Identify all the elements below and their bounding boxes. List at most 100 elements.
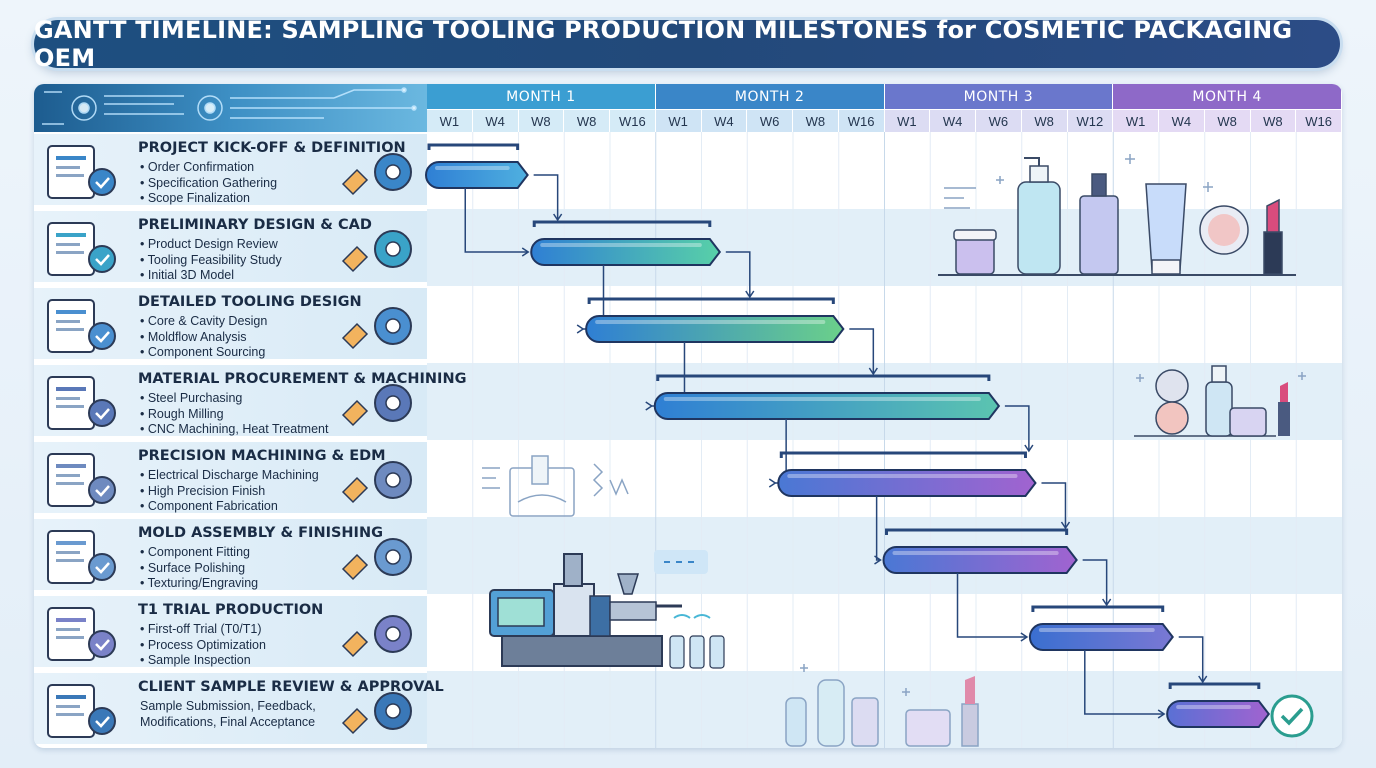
phase-tool-icon [341,230,412,273]
week-label: W4 [472,110,519,132]
task-bar-highlight [892,551,1059,555]
phase-detail: • Core & Cavity Design [140,314,268,328]
phase-icon [47,607,116,661]
week-label: W1 [884,110,931,132]
phase-detail: • Specification Gathering [140,175,278,190]
phase-tool-icon [341,692,412,735]
task-summary-line [587,297,835,304]
task-bar [777,469,1037,497]
week-label: W1 [1113,110,1159,132]
phase-detail: • Product Design Review [140,237,278,251]
dependency-arrowhead [521,247,530,257]
phase-cell: PRECISION MACHINING & EDM• Electrical Di… [34,442,427,516]
phase-detail: • Component Sourcing [140,345,266,359]
task-summary-line [427,143,520,150]
week-label: W6 [976,110,1022,132]
week-label: W1 [427,110,473,132]
dependency-arrow [1084,650,1165,715]
phase-title: MATERIAL PROCUREMENT & MACHINING [138,371,467,387]
task-summary-line [656,374,991,381]
dependency-arrowhead [1198,675,1208,684]
dependency-arrow [1004,405,1030,451]
illustrations-layer [482,154,1314,747]
month-header: MONTH 2 [655,84,884,109]
task-bar-highlight [595,320,826,324]
phase-tool-icon [341,307,412,350]
phase-tool-icon [341,153,412,196]
month-header: MONTH 1 [427,84,655,109]
week-label: W8 [518,110,565,132]
week-label: W16 [838,110,885,132]
dependency-arrowhead [874,555,882,565]
week-label: W4 [1159,110,1205,132]
week-label: W8 [1250,110,1297,132]
dependency-arrow [1082,559,1108,605]
dependency-arrowhead [576,324,585,334]
approval-check-icon [1270,694,1314,738]
phase-title: MOLD ASSEMBLY & FINISHING [138,525,383,541]
phase-detail: • Moldflow Analysis [140,329,247,344]
phase-detail: • High Precision Finish [140,483,266,498]
phase-cell: PRELIMINARY DESIGN & CAD• Product Design… [34,211,427,285]
task-bar-highlight [787,474,1018,478]
task-bar [882,546,1078,574]
phase-cell: MATERIAL PROCUREMENT & MACHINING • Steel … [34,365,467,439]
task-bar [653,392,1001,420]
task-bar-highlight [1038,628,1155,632]
phase-title: DETAILED TOOLING DESIGN [138,294,362,310]
task-summary-line [1168,682,1261,689]
phase-cell: T1 TRIAL PRODUCTION• First-off Trial (T0… [34,596,427,670]
task-bar [1028,623,1174,651]
dependency-arrow [1178,636,1204,682]
task-summary-line [779,451,1027,458]
phase-title: T1 TRIAL PRODUCTION [138,602,324,618]
cosmetic-compact-set-icon [1134,365,1306,437]
phase-detail: • Process Optimization [140,637,266,652]
dependency-arrowhead [553,213,563,222]
task-bar [1166,700,1271,728]
task-summary-line [532,220,712,227]
phase-icon [47,376,116,430]
phase-cell: MOLD ASSEMBLY & FINISHING • Component Fit… [34,519,427,593]
phase-cell: DETAILED TOOLING DESIGN • Core & Cavity D… [34,288,427,362]
phase-detail: • Sample Inspection [140,653,251,667]
dependency-arrowhead [868,367,878,376]
phase-icon [47,530,116,584]
phase-detail: • Texturing/Engraving [140,576,259,590]
dependency-arrow [956,573,1027,638]
dependency-arrowhead [1024,444,1034,453]
phase-detail: • Rough Milling [140,406,224,421]
injection-molding-machine-icon [489,550,725,669]
phase-title: PROJECT KICK-OFF & DEFINITION [138,140,406,156]
task-bar-highlight [663,397,981,401]
phase-detail: • Steel Purchasing [140,391,243,405]
phase-detail: Modifications, Final Acceptance [140,714,316,729]
cosmetic-bottles-bottom-icon [785,664,979,747]
phase-detail: • Component Fitting [140,545,250,559]
gantt-bars [425,143,1271,728]
phase-detail: • Electrical Discharge Machining [140,468,319,482]
phase-detail: • Tooling Feasibility Study [140,252,282,267]
month-header: MONTH 4 [1113,84,1341,109]
month-header: MONTH 3 [884,84,1113,109]
phase-detail: • CNC Machining, Heat Treatment [140,422,329,436]
week-label: W8 [564,110,610,132]
phase-icon [47,222,116,276]
phase-detail: • Initial 3D Model [140,268,235,282]
phase-detail: Sample Submission, Feedback, [140,699,316,713]
week-label: W4 [701,110,748,132]
task-summary-line [1031,605,1165,612]
dependency-arrow [725,251,751,297]
chart-title: GANTT TIMELINE: SAMPLING TOOLING PRODUCT… [34,16,1293,72]
phase-icon [47,145,116,199]
week-label: W6 [747,110,793,132]
phase-detail: • Surface Polishing [140,560,246,575]
dependency-arrowhead [1102,598,1112,607]
phase-tool-icon [341,384,412,427]
task-bar-highlight [540,243,702,247]
circuit-decoration-icon [42,87,417,125]
task-summary-line [885,528,1069,535]
phase-detail: • Component Fabrication [140,499,278,513]
